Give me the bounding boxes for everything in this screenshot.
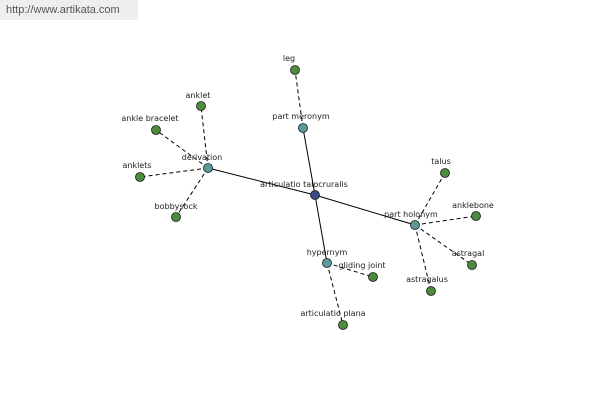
node-articulatio-plana[interactable] [338,320,348,330]
edge-center-part_holonym [314,194,416,226]
label-ankle-bracelet[interactable]: ankle bracelet [121,114,178,123]
label-leg[interactable]: leg [283,54,295,63]
node-part-meronym[interactable] [298,123,308,133]
watermark-url[interactable]: http://www.artikata.com [0,0,138,20]
edge-part_holonym-anklebone [414,215,477,226]
graph-edges [139,69,477,326]
label-talus[interactable]: talus [431,157,451,166]
node-astragalus[interactable] [426,286,436,296]
label-hypernym[interactable]: hypernym [307,248,348,257]
edge-derivation-bobbysock [175,167,209,218]
edge-part_holonym-talus [414,172,446,226]
node-hypernym[interactable] [322,258,332,268]
label-articulatio-plana[interactable]: articulatio plana [300,309,365,318]
edge-center-derivation [207,167,316,196]
label-part-holonym[interactable]: part holonym [384,210,438,219]
label-derivation[interactable]: derivation [182,153,222,162]
edge-center-hypernym [314,194,328,264]
node-astragal[interactable] [467,260,477,270]
edge-part_meronym-leg [294,69,304,129]
node-gliding-joint[interactable] [368,272,378,282]
edge-part_holonym-astragal [414,224,473,266]
node-center[interactable] [310,190,320,200]
graph-nodes [135,65,481,330]
node-bobbysock[interactable] [171,212,181,222]
node-leg[interactable] [290,65,300,75]
node-part-holonym[interactable] [410,220,420,230]
label-astragal[interactable]: astragal [452,249,485,258]
edge-center-part_meronym [302,127,316,196]
node-ankle-bracelet[interactable] [151,125,161,135]
edge-derivation-anklet [200,105,209,169]
node-anklets[interactable] [135,172,145,182]
label-part-meronym[interactable]: part meronym [272,112,329,121]
label-anklebone[interactable]: anklebone [452,201,494,210]
edge-hypernym-gliding_joint [326,262,374,278]
edge-part_holonym-astragalus [414,224,432,292]
label-center[interactable]: articulatio talocruralis [260,180,348,189]
node-anklebone[interactable] [471,211,481,221]
edge-derivation-ankle_bracelet [155,129,209,169]
node-derivation[interactable] [203,163,213,173]
graph-labels: articulatio talocruralis part meronym deri… [121,54,494,318]
edge-hypernym-articulatio_plana [326,262,344,326]
label-astragalus[interactable]: astragalus [406,275,448,284]
label-anklets[interactable]: anklets [122,161,151,170]
label-gliding-joint[interactable]: gliding joint [338,261,385,270]
label-anklet[interactable]: anklet [186,91,211,100]
node-anklet[interactable] [196,101,206,111]
node-talus[interactable] [440,168,450,178]
edge-derivation-anklets [139,167,209,178]
label-bobbysock[interactable]: bobbysock [155,202,198,211]
